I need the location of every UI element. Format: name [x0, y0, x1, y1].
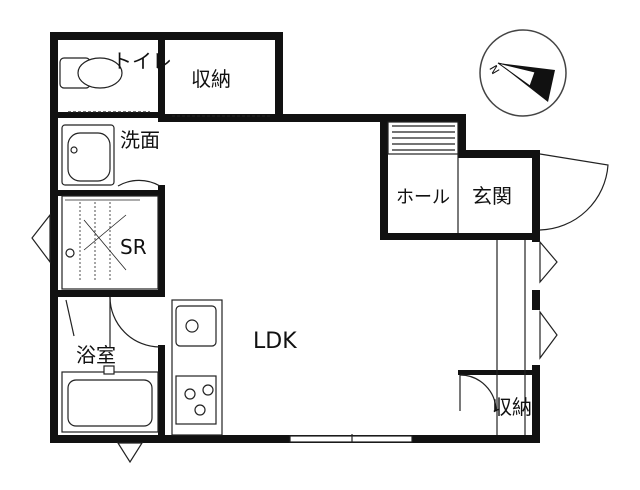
label-hall: ホール: [396, 187, 450, 208]
label-bathroom: 浴室: [76, 343, 116, 367]
thin-lines: [31, 111, 609, 464]
washbasin-fixture: [61, 124, 115, 186]
room-labels: トイレ 収納 洗面 SR 浴室 LDK ホール 玄関 収納: [76, 49, 532, 419]
bathtub-fixture: [61, 248, 159, 433]
label-washroom: 洗面: [120, 128, 160, 152]
label-storage-top: 収納: [191, 67, 231, 91]
label-ldk: LDK: [253, 329, 297, 354]
label-sr: SR: [120, 235, 147, 259]
label-toilet: トイレ: [112, 49, 172, 73]
north-arrow-icon: N: [479, 29, 567, 117]
kitchen-counter: [171, 299, 223, 436]
label-storage-bottom: 収納: [492, 395, 532, 419]
toilet-fixture: [59, 57, 123, 89]
label-entrance: 玄関: [472, 184, 512, 208]
